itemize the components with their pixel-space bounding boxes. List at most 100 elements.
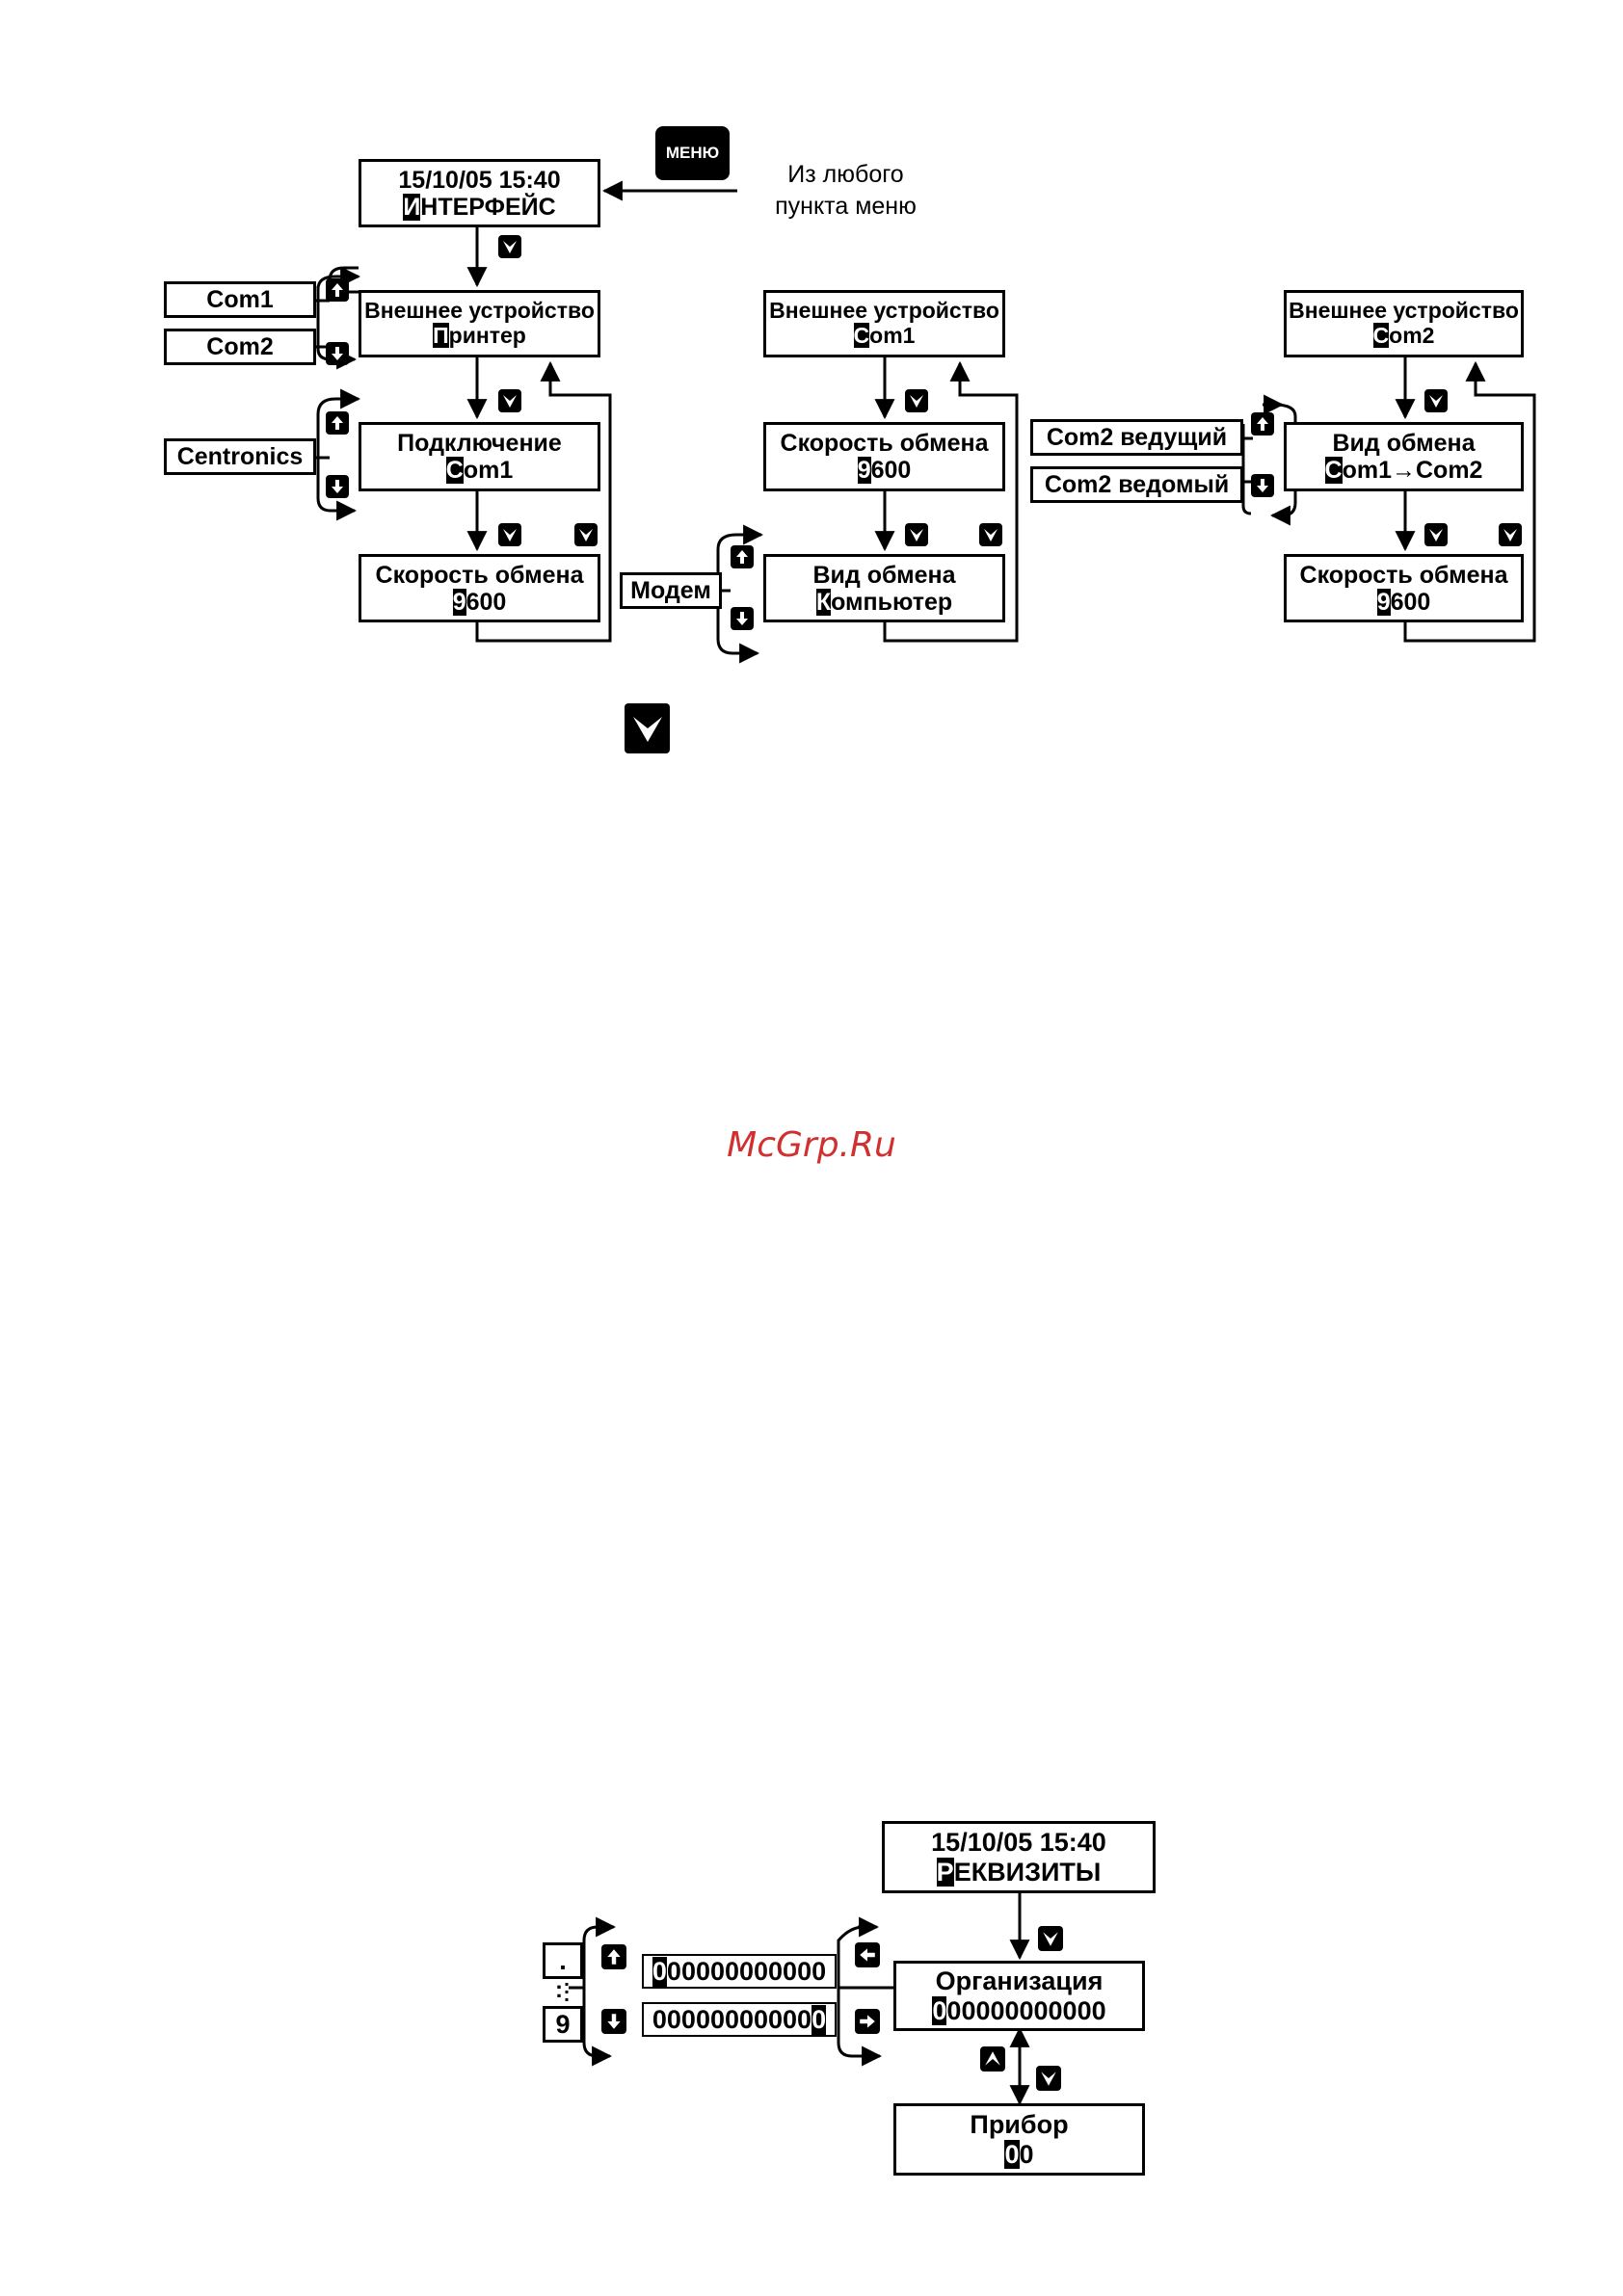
down-arrow-key: [326, 342, 349, 365]
down-arrow-key: [1251, 474, 1274, 497]
line-rest: om2: [1389, 323, 1435, 348]
down-chevron-icon: [503, 395, 517, 408]
screen-line2: Com1: [445, 457, 514, 484]
menu-note: Из любого пункта меню: [752, 159, 940, 222]
screen-line1: Подключение: [397, 430, 562, 457]
menu-note-line2: пункта меню: [775, 192, 917, 220]
left-arrow-icon: [860, 1948, 875, 1962]
cursor-char: К: [815, 588, 832, 616]
line-rest: om1: [463, 457, 514, 484]
screen-line1: Прибор: [970, 2110, 1069, 2140]
cursor-char: 9: [1376, 588, 1391, 616]
down-key: [1424, 389, 1448, 412]
screen-line2: Com1→Com2: [1324, 457, 1483, 484]
down-chevron-icon: [1043, 1932, 1058, 1946]
down-arrow-icon: [1257, 479, 1268, 492]
option-com2-master: Com2 ведущий: [1030, 419, 1243, 456]
screen-line2: 00: [1004, 2139, 1034, 2169]
right-arrow-key: [855, 2009, 880, 2034]
requisites-main-screen: 15/10/05 15:40 РЕКВИЗИТЫ: [882, 1821, 1156, 1893]
cursor-char: 0: [1004, 2139, 1020, 2169]
down-key: [1036, 2066, 1061, 2091]
organization-screen: Организация 000000000000: [893, 1961, 1145, 2031]
up-key: [731, 545, 754, 568]
com2-speed-screen: Скорость обмена 9600: [1284, 554, 1524, 622]
up-key: [326, 278, 349, 302]
cursor-char: 9: [857, 457, 871, 484]
screen-line1: Скорость обмена: [780, 430, 989, 457]
down-key: [979, 523, 1002, 546]
screen-line1: Внешнее устройство: [1289, 298, 1519, 324]
printer-device-screen: Внешнее устройство Принтер: [359, 290, 600, 357]
menu-key: МЕНЮ: [655, 126, 730, 180]
screen-line2: 9600: [1376, 588, 1430, 616]
com1-speed-screen: Скорость обмена 9600: [763, 422, 1005, 491]
line-rest: омпьютер: [831, 588, 953, 616]
cursor-char: Р: [936, 1857, 954, 1887]
up-key: [1251, 412, 1274, 435]
screen-line1: Скорость обмена: [1299, 561, 1508, 589]
interface-main-screen: 15/10/05 15:40 ИНТЕРФЕЙС: [359, 159, 600, 227]
com2-device-screen: Внешнее устройство Com2: [1284, 290, 1524, 357]
field-rest: 00000000000: [666, 1956, 827, 1986]
screen-line1: Организация: [935, 1966, 1104, 1996]
down-chevron-icon: [503, 529, 517, 541]
up-arrow-icon: [736, 550, 748, 564]
com2-exchange-type-screen: Вид обмена Com1→Com2: [1284, 422, 1524, 491]
option-com1: Com1: [164, 281, 316, 318]
up-arrow-icon: [332, 283, 343, 297]
down-key: [498, 235, 521, 258]
menu-note-line1: Из любого: [787, 161, 904, 188]
down-chevron-icon: [1041, 2072, 1056, 2086]
cursor-char: C: [445, 457, 464, 484]
option-modem: Модем: [620, 572, 722, 609]
down-key: [574, 523, 598, 546]
com1-exchange-type-screen: Вид обмена Компьютер: [763, 554, 1005, 622]
up-key: [601, 1944, 626, 1969]
line-rest: om1: [869, 323, 916, 348]
digit-box-top: .: [543, 1942, 583, 1979]
line-rest: 600: [466, 588, 507, 616]
right-arrow-icon: [860, 2015, 875, 2028]
down-key: [905, 389, 928, 412]
up-chevron-icon: [985, 2051, 1000, 2066]
screen-line2: 9600: [857, 457, 912, 484]
down-chevron-icon: [1429, 529, 1443, 541]
down-key: [498, 523, 521, 546]
down-chevron-icon: [503, 241, 517, 253]
cursor-char: C: [853, 323, 870, 348]
down-key: [1499, 523, 1522, 546]
screen-line2: 9600: [452, 588, 507, 616]
down-chevron-icon: [1503, 529, 1517, 541]
screen-line2: Принтер: [433, 323, 526, 349]
left-arrow-key: [855, 1942, 880, 1967]
cursor-char: 0: [812, 2004, 827, 2035]
digit-box-bottom: 9: [543, 2006, 583, 2043]
cursor-char: 9: [452, 588, 466, 616]
down-chevron-icon: [1429, 395, 1443, 408]
screen-line2: Компьютер: [815, 588, 953, 616]
up-arrow-icon: [332, 416, 343, 430]
screen-line2: 000000000000: [932, 1995, 1106, 2025]
line-rest: ЕКВИЗИТЫ: [953, 1857, 1102, 1887]
screen-line2: РЕКВИЗИТЫ: [936, 1857, 1102, 1887]
screen-line2: ИНТЕРФЕЙС: [403, 193, 556, 221]
option-com2-slave: Com2 ведомый: [1030, 466, 1243, 503]
line-rest: 0: [1019, 2139, 1034, 2169]
screen-line2: Com1: [853, 323, 916, 349]
line-rest: НТЕРФЕЙС: [420, 193, 556, 221]
down-key: [498, 389, 521, 412]
down-arrow-key: [326, 475, 349, 498]
line-rest: 00000000000: [946, 1995, 1106, 2025]
screen-line1: Внешнее устройство: [364, 298, 595, 324]
up-key: [326, 411, 349, 435]
line-rest: om1→Com2: [1342, 457, 1483, 484]
line-rest: 600: [870, 457, 912, 484]
screen-line1: Внешнее устройство: [769, 298, 999, 324]
printer-speed-screen: Скорость обмена 9600: [359, 554, 600, 622]
device-screen: Прибор 00: [893, 2103, 1145, 2176]
down-key-large: [625, 703, 670, 753]
